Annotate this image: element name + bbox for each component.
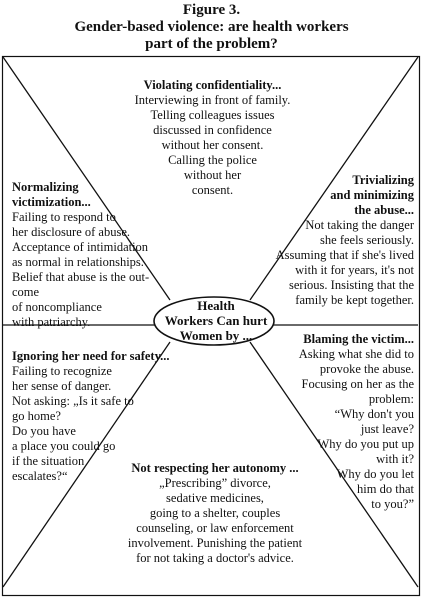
section-line: Why do you let bbox=[336, 467, 414, 481]
section-line: serious. Insisting that the bbox=[289, 278, 414, 292]
section-line: going to a shelter, couples bbox=[149, 506, 281, 520]
section-line: without her bbox=[183, 168, 242, 182]
section-line: Calling the police bbox=[168, 153, 257, 167]
section-line: just leave? bbox=[360, 422, 414, 436]
section-line: if the situation bbox=[12, 454, 85, 468]
section-line: Belief that abuse is the out- bbox=[12, 270, 150, 284]
section-line: a place you could go bbox=[12, 439, 116, 453]
section-line: her disclosure of abuse. bbox=[12, 225, 131, 239]
section-line: provoke the abuse. bbox=[319, 362, 414, 376]
section-line: of noncompliance bbox=[12, 300, 102, 314]
section-heading: Normalizing bbox=[12, 180, 79, 194]
section-line: Telling colleagues issues bbox=[150, 108, 275, 122]
section-line: counseling, or law enforcement bbox=[136, 521, 294, 535]
section-line: sedative medicines, bbox=[166, 491, 264, 505]
section-line: Assuming that if she's lived bbox=[275, 248, 414, 262]
figure-title-line2: part of the problem? bbox=[145, 36, 278, 52]
section-line: with it? bbox=[376, 452, 414, 466]
section-heading: Violating confidentiality... bbox=[143, 78, 282, 92]
section-line: for not taking a doctor's advice. bbox=[136, 551, 294, 565]
section-heading: Trivializing bbox=[352, 173, 414, 187]
center-ellipse bbox=[153, 296, 275, 346]
center-label: Health Workers Can hurt Women by ... bbox=[156, 298, 276, 343]
section-line: consent. bbox=[191, 183, 234, 197]
section-line: she feels seriously. bbox=[320, 233, 414, 247]
section-not-respecting-autonomy: Not respecting her autonomy ... „Prescri… bbox=[100, 461, 330, 566]
section-blaming-victim: Blaming the victim... Asking what she di… bbox=[260, 332, 414, 512]
center-line: Health bbox=[197, 298, 235, 313]
section-heading: Blaming the victim... bbox=[303, 332, 414, 346]
section-violating-confidentiality: Violating confidentiality... Interviewin… bbox=[110, 78, 315, 198]
section-ignoring-safety: Ignoring her need for safety... Failing … bbox=[12, 349, 202, 484]
section-line: Failing to recognize bbox=[12, 364, 112, 378]
section-line: problem: bbox=[368, 392, 414, 406]
divider-line-upper-right bbox=[249, 56, 419, 301]
figure-number: Figure 3. bbox=[182, 2, 241, 18]
section-line: escalates?“ bbox=[12, 469, 68, 483]
section-line: Failing to respond to bbox=[12, 210, 116, 224]
section-heading: and minimizing bbox=[330, 188, 414, 202]
section-line: involvement. Punishing the patient bbox=[127, 536, 303, 550]
section-line: Not asking: „Is it safe to bbox=[12, 394, 134, 408]
divider-line-lower-left bbox=[2, 341, 171, 588]
section-line: Why do you put up bbox=[317, 437, 414, 451]
section-heading: Ignoring her need for safety... bbox=[12, 349, 170, 363]
section-line: “Why don't you bbox=[334, 407, 414, 421]
section-line: Interviewing in front of family. bbox=[134, 93, 291, 107]
section-line: Acceptance of intimidation bbox=[12, 240, 149, 254]
section-line: with patriarchy. bbox=[12, 315, 91, 329]
divider-line-lower-right bbox=[249, 341, 419, 588]
center-line: Women by ... bbox=[179, 328, 253, 343]
section-line: without her consent. bbox=[161, 138, 264, 152]
section-line: go home? bbox=[12, 409, 61, 423]
section-line: with it for years, it's not bbox=[295, 263, 414, 277]
section-trivializing-abuse: Trivializing and minimizing the abuse...… bbox=[240, 173, 414, 308]
section-line: family be kept together. bbox=[295, 293, 414, 307]
divider-line-upper-left bbox=[2, 56, 171, 301]
section-line: „Prescribing” divorce, bbox=[159, 476, 271, 490]
section-line: come bbox=[12, 285, 40, 299]
figure-title-line1: Gender-based violence: are health worker… bbox=[74, 19, 349, 35]
section-line: discussed in confidence bbox=[153, 123, 272, 137]
section-line: Asking what she did to bbox=[298, 347, 414, 361]
section-heading: the abuse... bbox=[354, 203, 414, 217]
section-line: Do you have bbox=[12, 424, 76, 438]
section-line: as normal in relationships. bbox=[12, 255, 144, 269]
section-line: Focusing on her as the bbox=[301, 377, 414, 391]
section-normalizing-victimization: Normalizing victimization... Failing to … bbox=[12, 180, 182, 330]
center-line: Workers Can hurt bbox=[164, 313, 268, 328]
section-heading: Not respecting her autonomy ... bbox=[131, 461, 299, 475]
section-line: him do that bbox=[357, 482, 414, 496]
section-line: her sense of danger. bbox=[12, 379, 112, 393]
section-line: Not taking the danger bbox=[305, 218, 414, 232]
section-line: to you?” bbox=[371, 497, 414, 511]
diagram-border bbox=[1, 55, 421, 597]
section-heading: victimization... bbox=[12, 195, 91, 209]
